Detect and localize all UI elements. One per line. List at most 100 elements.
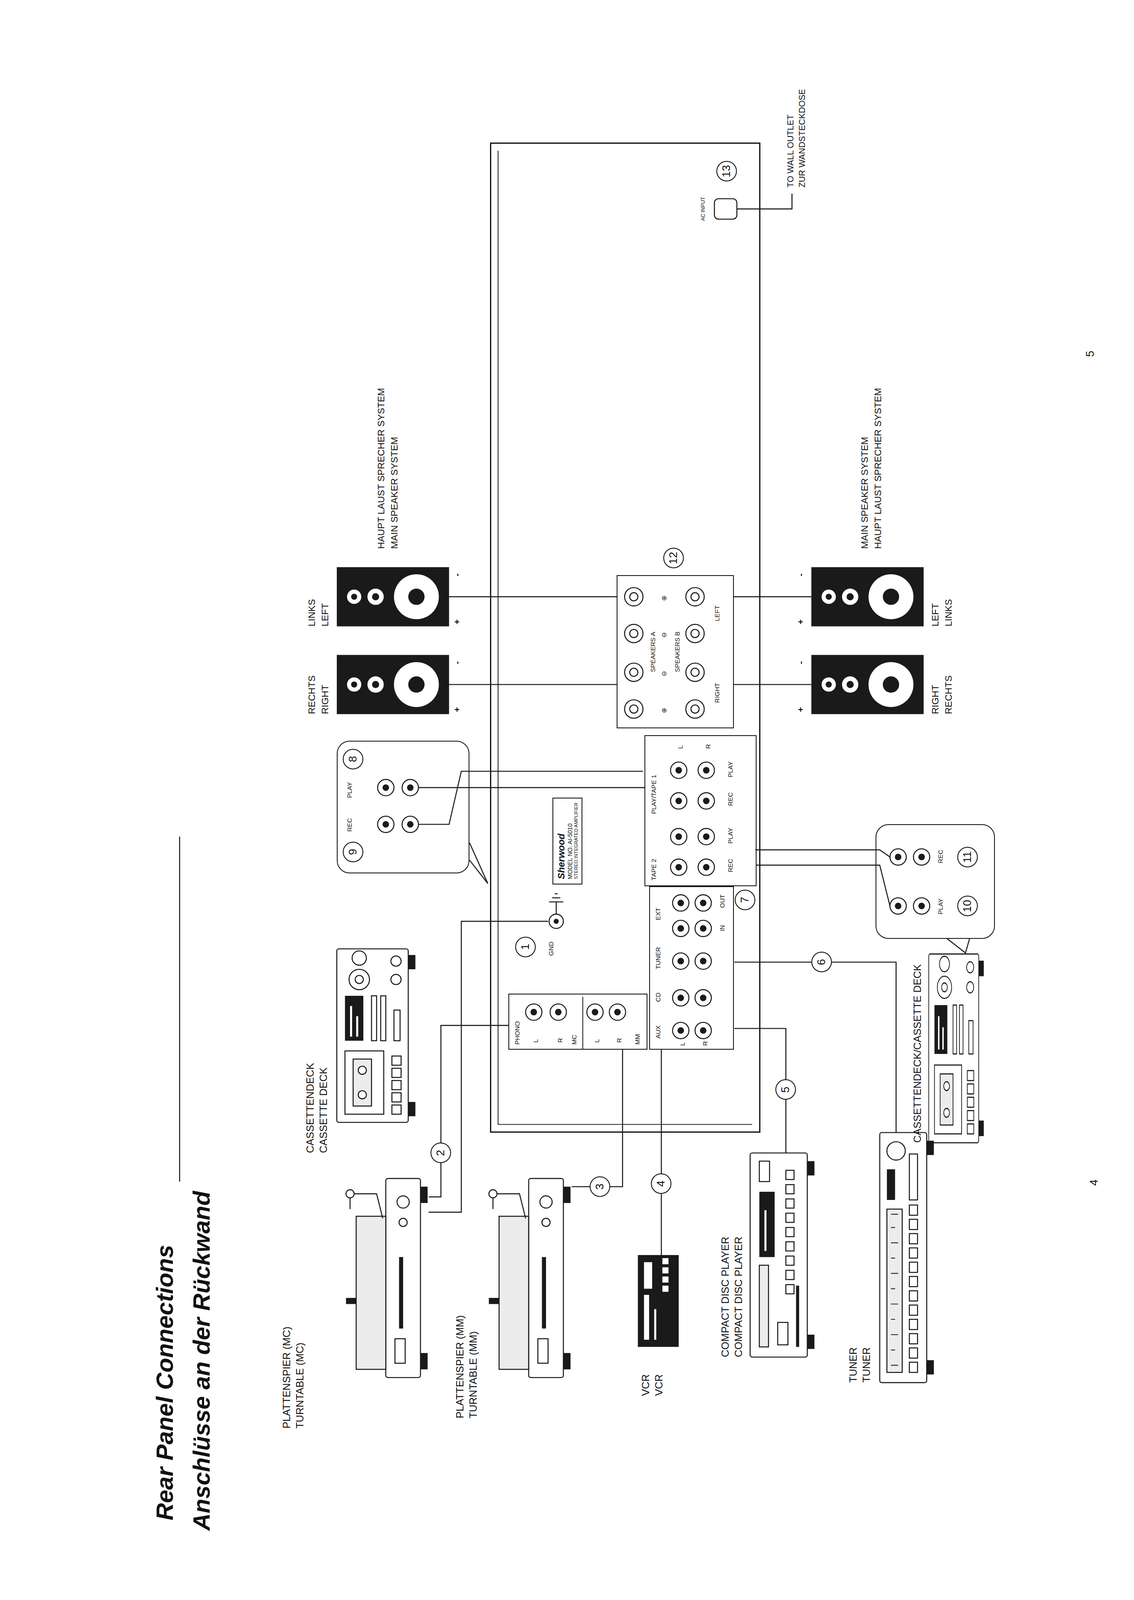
foot	[926, 1360, 935, 1375]
badge-text: STEREO INTEGRATED AMPLIFIER	[573, 802, 579, 880]
callout-number: 8	[342, 748, 364, 770]
jack-label: R	[701, 1041, 709, 1046]
input-jack	[672, 894, 689, 912]
speaker: RECHTSRIGHT	[336, 655, 449, 715]
power-cord	[736, 193, 793, 209]
signal-cable	[469, 786, 645, 788]
signal-cable	[733, 683, 812, 685]
cassette-deck: CASSETTENDECKCASSETTE DECK	[336, 948, 417, 1123]
input-jack	[694, 920, 712, 937]
jack-label: OUT	[718, 894, 726, 909]
callout-number: 4	[650, 1173, 672, 1194]
signal-cable	[448, 683, 617, 685]
speaker-terminal	[685, 624, 705, 643]
cd-drawing	[750, 1152, 815, 1357]
vcr-body	[638, 1255, 679, 1348]
jack-label: PLAY	[726, 761, 734, 778]
speaker-bottom-right	[811, 654, 924, 714]
amplifier-rear-panel: SherwoodMODEL NO. AI-5010STEREO INTEGRAT…	[489, 142, 761, 1133]
cassette-deck-top	[336, 948, 416, 1123]
turntable-mc	[346, 1178, 428, 1378]
button	[909, 1233, 918, 1244]
rca-cable	[755, 849, 876, 851]
jack-label: L	[531, 1039, 540, 1043]
tuning-knob	[887, 1141, 906, 1161]
disc-tray	[759, 1265, 769, 1348]
ac-plug	[714, 198, 737, 220]
device-label: TURNTABLE (MC)	[293, 1342, 306, 1429]
button	[909, 1262, 918, 1273]
deck-jack	[890, 849, 907, 866]
speaker-label: LEFT	[319, 603, 331, 627]
rca-cable	[418, 786, 470, 788]
ground-terminal	[549, 914, 564, 929]
button	[662, 1267, 669, 1274]
tape-jack	[697, 792, 715, 809]
speaker-terminal	[685, 699, 705, 719]
page-number: 5	[1083, 350, 1097, 357]
note-label: TO WALL OUTLET	[785, 114, 796, 188]
deck-jack	[377, 779, 394, 796]
foot	[926, 1140, 935, 1155]
terminal-label: ⊖	[660, 670, 668, 677]
button	[785, 1199, 794, 1209]
terminal-label: ⊕	[660, 707, 668, 714]
speaker-top-right	[336, 654, 449, 714]
jack-label: IN	[718, 925, 726, 932]
polarity-mark: -	[795, 573, 806, 577]
deck-jack	[913, 897, 930, 915]
speaker-terminal	[685, 587, 705, 606]
note-label: MAIN SPEAKER SYSTEM	[859, 436, 870, 550]
jack-label: REC	[936, 849, 945, 864]
speaker-terminal	[685, 663, 705, 682]
phono-jack	[609, 1003, 626, 1021]
polarity-mark: +	[795, 706, 806, 713]
button	[909, 1319, 918, 1330]
polarity-mark: +	[452, 706, 463, 713]
button	[785, 1284, 794, 1294]
speaker-terminal	[624, 624, 644, 643]
speaker-label: RECHTS	[306, 675, 318, 714]
drawing	[179, 150, 984, 1383]
button	[785, 1270, 794, 1280]
polarity-mark: +	[452, 619, 463, 625]
vcr-drawing	[638, 1255, 679, 1348]
jack-label: REC	[726, 858, 734, 873]
display	[759, 1191, 775, 1258]
button	[785, 1170, 794, 1180]
jack-label: PLAY/TAPE 1	[650, 774, 658, 814]
tape-jack	[670, 762, 687, 779]
ground-symbol	[549, 893, 564, 915]
device-label: PLATTENSPIER (MC)	[280, 1326, 293, 1429]
input-jack	[672, 989, 689, 1007]
button	[909, 1347, 918, 1359]
cassette-deck-bottom	[928, 953, 984, 1143]
bubble-pointer	[946, 938, 970, 953]
jack-label: L	[676, 745, 684, 749]
note-label: HAUPT LAUST SPRECHER SYSTEM	[375, 388, 387, 550]
button	[785, 1184, 794, 1194]
phono-jack	[586, 1003, 603, 1021]
power-button	[759, 1160, 770, 1182]
jack-label: CD	[654, 992, 662, 1003]
callout-number: 2	[430, 1142, 452, 1164]
tape-jack	[697, 828, 715, 845]
display-line	[764, 1210, 767, 1251]
turntable: PLATTENSPIER (MC)TURNTABLE (MC)	[341, 1178, 429, 1378]
callout-number: 7	[734, 889, 756, 911]
cd-player: COMPACT DISC PLAYERCOMPACT DISC PLAYER	[750, 1152, 815, 1357]
input-jack	[694, 894, 712, 912]
speaker: RIGHTRECHTS	[811, 655, 924, 715]
jack-label: TUNER	[654, 946, 662, 970]
cd-body	[750, 1152, 808, 1357]
tape-jack	[697, 762, 715, 779]
speaker-terminal	[624, 699, 644, 719]
model-badge: SherwoodMODEL NO. AI-5010STEREO INTEGRAT…	[552, 797, 583, 885]
bubble-pointer	[469, 842, 488, 884]
panel-label: GND	[547, 941, 555, 956]
phono-jack	[550, 1003, 567, 1021]
rca-cable	[418, 771, 470, 825]
callout-number: 6	[811, 951, 832, 973]
deck-jack	[402, 779, 419, 796]
